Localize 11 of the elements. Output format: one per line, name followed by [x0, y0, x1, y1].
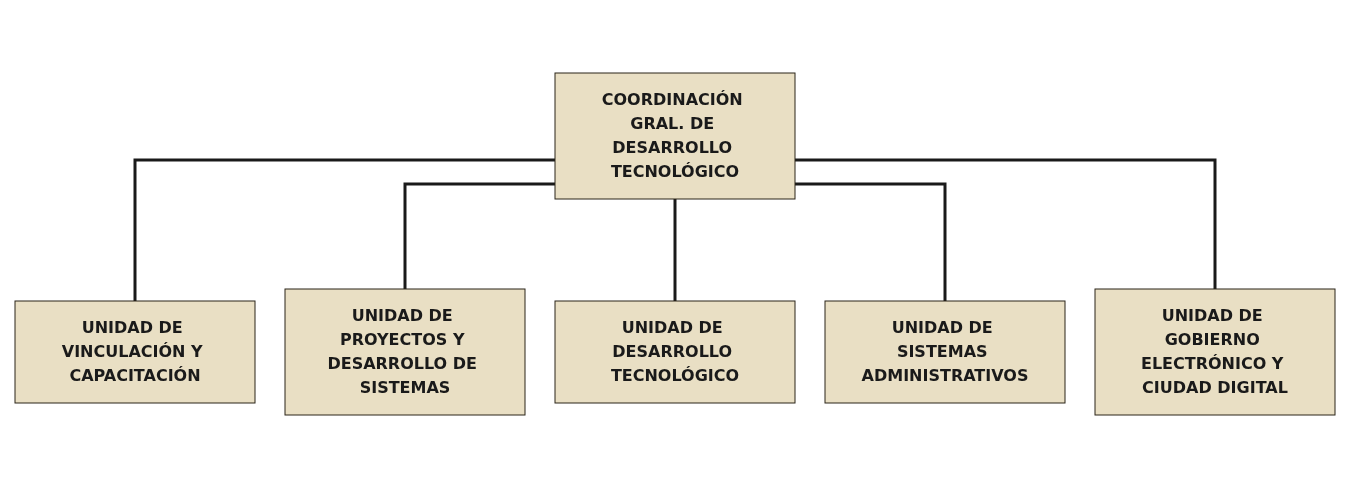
node-box: UNIDAD DE VINCULACIÓN Y CAPACITACIÓN [14, 300, 255, 403]
node-box: UNIDAD DE PROYECTOS Y DESARROLLO DE SISTEMAS [284, 288, 525, 415]
node-box: UNIDAD DE DESARROLLO TECNOLÓGICO [554, 300, 795, 403]
node-box: UNIDAD DE SISTEMAS ADMINISTRATIVOS [824, 300, 1065, 403]
node-box: UNIDAD DE GOBIERNO ELECTRÓNICO Y CIUDAD DIGITAL [1094, 288, 1335, 415]
node-box: COORDINACIÓN GRAL. DE DESARROLLO TECNOLÓGICO [554, 72, 795, 199]
connector [133, 158, 555, 301]
connector [794, 158, 1216, 289]
connector [673, 197, 676, 301]
connector [403, 182, 555, 289]
connector [794, 182, 946, 301]
